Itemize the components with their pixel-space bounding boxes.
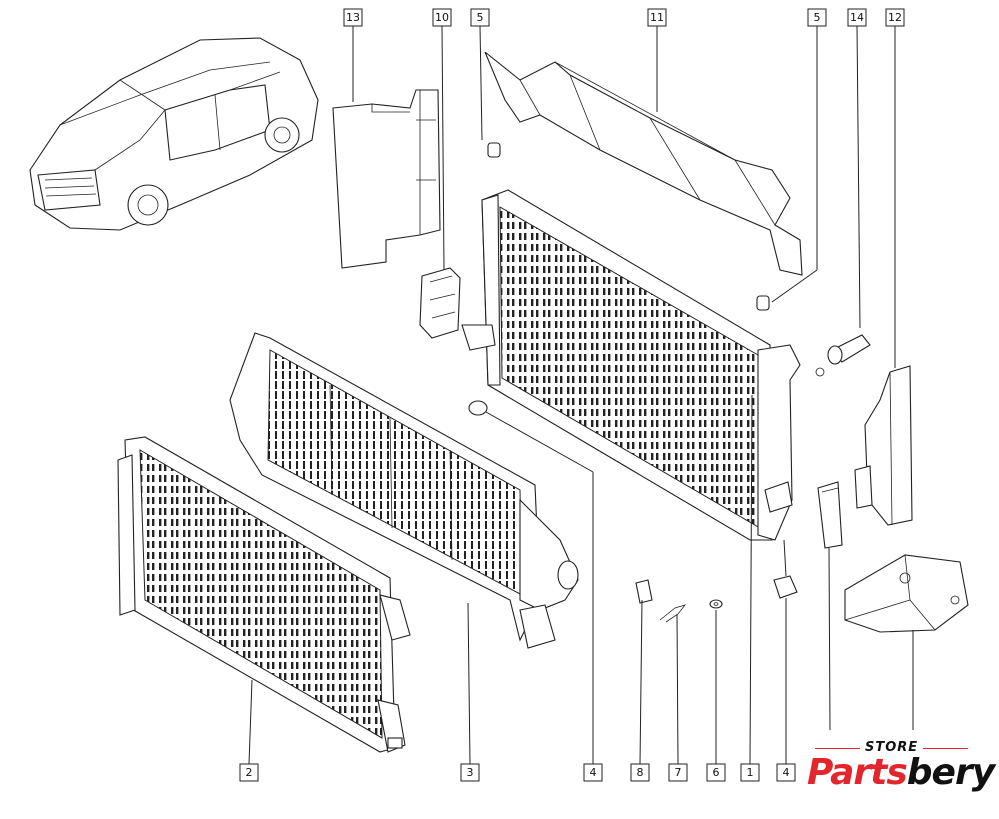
car-illustration (29, 37, 319, 231)
svg-text:5: 5 (814, 11, 821, 24)
callout-6: 6 (706, 763, 726, 782)
callout-10: 10 (432, 8, 452, 27)
rubber-mount-5b (756, 295, 770, 311)
svg-text:7: 7 (675, 766, 682, 779)
rubber-mount-5a (487, 142, 501, 158)
callout-3: 3 (460, 763, 480, 782)
washer-6 (709, 599, 723, 609)
svg-text:4: 4 (590, 766, 597, 779)
callout-8: 8 (630, 763, 650, 782)
svg-text:2: 2 (246, 766, 253, 779)
callout-4b: 4 (776, 763, 796, 782)
svg-text:3: 3 (467, 766, 474, 779)
callout-1: 1 (740, 763, 760, 782)
logo-line-left (815, 748, 860, 749)
logo-brand-text: Partsbery (807, 752, 995, 793)
lower-mount-bracket (844, 554, 969, 633)
svg-text:11: 11 (650, 11, 664, 24)
callout-7: 7 (668, 763, 688, 782)
partsbery-store-logo: STORE Partsbery (805, 740, 995, 800)
upper-air-duct-11 (484, 51, 803, 276)
callout-11: 11 (647, 8, 667, 27)
clip-7 (659, 604, 687, 623)
clip-8 (635, 579, 653, 604)
callout-5b: 5 (807, 8, 827, 27)
bracket-10 (419, 267, 461, 339)
logo-brand-part1: Parts (807, 752, 908, 793)
logo-store-text: STORE (865, 740, 919, 755)
callout-12: 12 (885, 8, 905, 27)
svg-text:1: 1 (747, 766, 754, 779)
svg-text:10: 10 (435, 11, 449, 24)
svg-text:4: 4 (783, 766, 790, 779)
leader-lines (248, 25, 914, 765)
logo-line-right (923, 748, 968, 749)
svg-text:12: 12 (888, 11, 902, 24)
callout-14: 14 (847, 8, 867, 27)
rubber-mount-4b (773, 575, 798, 599)
callout-2: 2 (239, 763, 259, 782)
side-air-deflector-13 (332, 89, 441, 269)
svg-text:6: 6 (713, 766, 720, 779)
ac-condenser-2 (117, 436, 411, 753)
callout-4a: 4 (583, 763, 603, 782)
svg-text:5: 5 (477, 11, 484, 24)
radiator-1 (461, 189, 801, 541)
svg-text:8: 8 (637, 766, 644, 779)
intercooler-3 (229, 332, 579, 649)
svg-text:13: 13 (346, 11, 360, 24)
side-air-deflector-12 (854, 365, 913, 526)
radiator-bracket (817, 481, 843, 549)
svg-text:14: 14 (850, 11, 864, 24)
logo-brand-part2: bery (906, 752, 995, 793)
callout-13: 13 (343, 8, 363, 27)
callout-5a: 5 (470, 8, 490, 27)
pressure-switch-14 (815, 334, 871, 377)
